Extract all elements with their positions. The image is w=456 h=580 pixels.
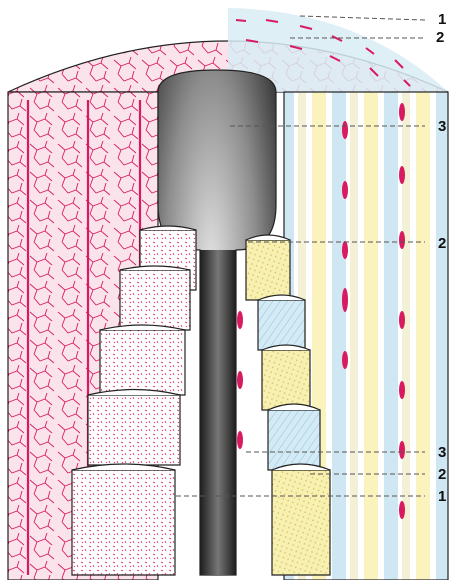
label-2-top: 2 xyxy=(436,30,444,45)
label-3-bottom: 3 xyxy=(438,445,446,460)
label-3-top: 3 xyxy=(438,119,446,134)
label-1-top: 1 xyxy=(438,12,446,27)
marrow-stalk xyxy=(200,250,236,575)
label-2-middle: 2 xyxy=(438,236,446,251)
label-2-bottom: 2 xyxy=(438,467,446,482)
label-1-bottom: 1 xyxy=(438,489,446,504)
